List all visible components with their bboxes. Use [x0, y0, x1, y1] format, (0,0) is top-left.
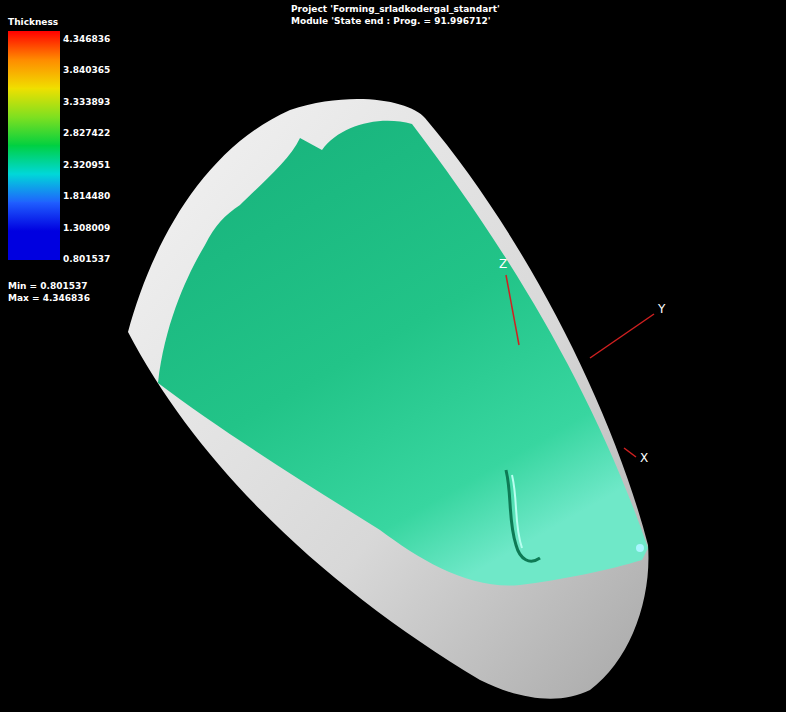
scale-value: 2.320951 [63, 161, 110, 170]
die-surface [128, 99, 648, 699]
wrinkle-highlight [512, 475, 522, 548]
wrinkle [506, 470, 540, 561]
scale-value: 1.814480 [63, 192, 110, 201]
z-axis [506, 275, 519, 345]
y-axis [590, 314, 654, 358]
color-bar-swatch [8, 174, 60, 203]
formed-sheet [158, 121, 648, 586]
scale-value: 0.801537 [63, 255, 110, 264]
corner-spot [636, 544, 644, 552]
color-bar-swatch [8, 145, 60, 174]
max-value: Max = 4.346836 [8, 294, 90, 303]
scale-value: 1.308009 [63, 224, 110, 233]
color-bar-swatch [8, 202, 60, 231]
scale-value: 4.346836 [63, 35, 110, 44]
x-axis [624, 448, 636, 457]
project-title: Project 'Forming_srladkodergal_standart' [291, 5, 500, 14]
scale-value: 2.827422 [63, 129, 110, 138]
axis-label: Y [658, 303, 665, 315]
axis-label: X [640, 452, 648, 464]
axis-label: Z [499, 258, 507, 270]
color-bar-swatch [8, 31, 60, 60]
legend-title: Thickness [8, 18, 58, 27]
scale-value: 3.840365 [63, 66, 110, 75]
scale-value: 3.333893 [63, 98, 110, 107]
color-bar-swatch [8, 60, 60, 89]
min-value: Min = 0.801537 [8, 282, 88, 291]
color-bar-swatch [8, 88, 60, 117]
color-bar-swatch [8, 231, 60, 260]
color-bar-swatch [8, 117, 60, 146]
module-title: Module 'State end : Prog. = 91.996712' [291, 17, 490, 26]
